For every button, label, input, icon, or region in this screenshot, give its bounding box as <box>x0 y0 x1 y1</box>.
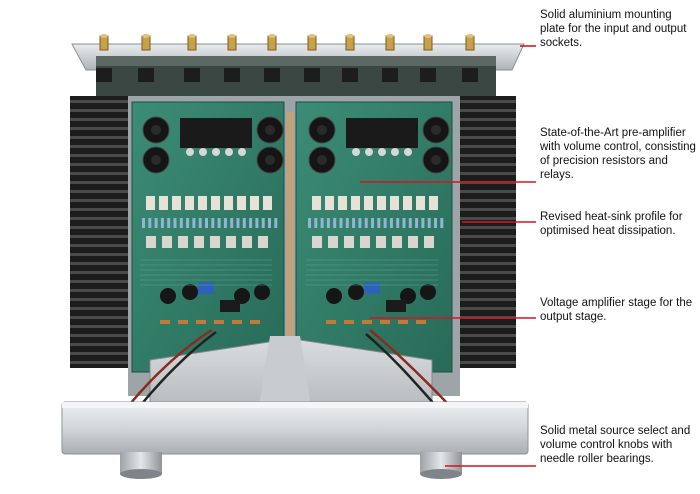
source-select-knob <box>120 452 162 479</box>
front-brackets <box>149 336 433 412</box>
input-output-sockets <box>96 34 478 82</box>
annotation-voltage-amplifier: Voltage amplifier stage for the output s… <box>540 297 693 323</box>
pcb-components <box>140 116 450 324</box>
annotation-pre-amplifier: State-of-the-Art pre-amplifier with volu… <box>540 127 696 181</box>
heatsink-right <box>458 96 516 368</box>
front-panel <box>61 401 529 455</box>
front-wiring <box>129 328 449 407</box>
ribbon-cable <box>286 112 294 372</box>
leader-lines <box>360 45 536 467</box>
annotation-mounting-plate: Solid aluminium mounting plate for the i… <box>540 9 687 49</box>
volume-control-knob <box>420 452 462 479</box>
heatsink-left <box>70 96 128 368</box>
annotation-heat-sink: Revised heat-sink profile for optimised … <box>540 211 683 237</box>
annotation-knobs: Solid metal source select and volume con… <box>540 425 691 465</box>
